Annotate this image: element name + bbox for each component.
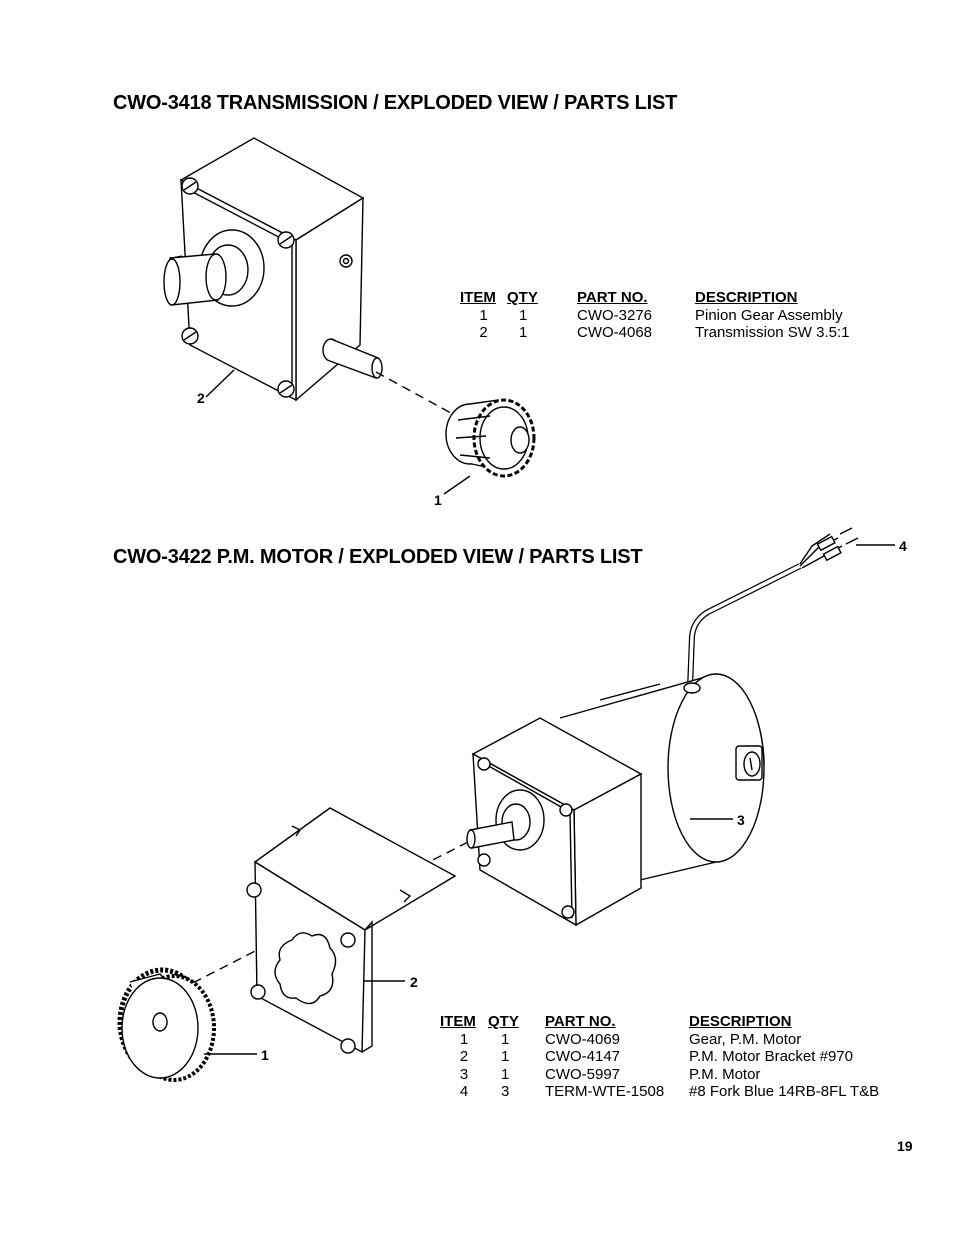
table-row: 2 1 CWO-4147 P.M. Motor Bracket #970 xyxy=(440,1048,879,1066)
cell-description: P.M. Motor xyxy=(689,1065,761,1083)
cell-description: #8 Fork Blue 14RB-8FL T&B xyxy=(689,1083,880,1100)
callout-item-3: 3 xyxy=(737,812,745,828)
callout-item-1: 1 xyxy=(434,492,442,508)
leader-line-item-1 xyxy=(444,476,470,494)
column-header-item: ITEM xyxy=(440,1013,476,1030)
parts-list-table-pm-motor: ITEM QTY PART NO. DESCRIPTION 1 1 CWO-40… xyxy=(440,1013,879,1101)
cell-item: 2 xyxy=(459,1048,469,1065)
motor-body xyxy=(560,674,764,880)
callout-item-1: 1 xyxy=(261,1047,269,1063)
cell-part-no: TERM-WTE-1508 xyxy=(545,1083,665,1100)
cell-item: 2 xyxy=(479,324,488,341)
assembly-axis-line xyxy=(376,372,460,418)
cell-part-no: CWO-4069 xyxy=(545,1030,621,1048)
cell-item: 1 xyxy=(459,1030,469,1048)
column-header-item: ITEM xyxy=(460,289,496,306)
cell-part-no: CWO-4068 xyxy=(577,324,653,341)
leader-line-item-2 xyxy=(206,370,234,397)
page-number: 19 xyxy=(897,1138,913,1154)
column-header-qty: QTY xyxy=(507,289,538,306)
motor-bracket xyxy=(247,808,455,1053)
callout-item-2: 2 xyxy=(410,974,418,990)
motor-gearbox xyxy=(467,718,641,925)
parts-list-table-transmission: ITEM QTY PART NO. DESCRIPTION 1 1 CWO-32… xyxy=(460,289,850,342)
cell-description: Gear, P.M. Motor xyxy=(689,1030,802,1048)
table-row: 1 1 CWO-4069 Gear, P.M. Motor xyxy=(440,1031,879,1049)
cell-qty: 1 xyxy=(501,1030,510,1048)
table-header-row: ITEM QTY PART NO. DESCRIPTION xyxy=(460,289,850,307)
cell-part-no: CWO-5997 xyxy=(545,1065,621,1083)
column-header-part-no: PART NO. xyxy=(545,1013,616,1030)
callout-item-2: 2 xyxy=(197,390,205,406)
cell-qty: 3 xyxy=(501,1083,510,1100)
cell-qty: 1 xyxy=(501,1048,510,1065)
cell-item: 4 xyxy=(459,1083,469,1100)
motor-gear xyxy=(120,970,214,1080)
cell-item: 1 xyxy=(479,306,488,324)
cell-qty: 1 xyxy=(501,1065,510,1083)
column-header-qty: QTY xyxy=(488,1013,519,1030)
cell-part-no: CWO-3276 xyxy=(577,306,653,324)
column-header-description: DESCRIPTION xyxy=(689,1013,792,1030)
cell-qty: 1 xyxy=(519,324,528,341)
cell-qty: 1 xyxy=(519,306,528,324)
section-title-pm-motor: CWO-3422 P.M. MOTOR / EXPLODED VIEW / PA… xyxy=(113,546,643,568)
column-header-part-no: PART NO. xyxy=(577,289,648,306)
pinion-gear xyxy=(446,400,534,476)
table-row: 2 1 CWO-4068 Transmission SW 3.5:1 xyxy=(460,324,850,342)
motor-lead-wires xyxy=(690,528,858,688)
cell-part-no: CWO-4147 xyxy=(545,1048,621,1065)
column-header-description: DESCRIPTION xyxy=(695,289,798,306)
table-row: 4 3 TERM-WTE-1508 #8 Fork Blue 14RB-8FL … xyxy=(440,1083,879,1101)
cell-description: Pinion Gear Assembly xyxy=(695,306,843,324)
cell-description: P.M. Motor Bracket #970 xyxy=(689,1048,853,1065)
transmission-housing xyxy=(164,138,382,400)
table-header-row: ITEM QTY PART NO. DESCRIPTION xyxy=(440,1013,879,1031)
table-row: 3 1 CWO-5997 P.M. Motor xyxy=(440,1066,879,1084)
cell-description: Transmission SW 3.5:1 xyxy=(695,324,850,341)
callout-item-4: 4 xyxy=(899,538,907,554)
table-row: 1 1 CWO-3276 Pinion Gear Assembly xyxy=(460,307,850,325)
section-title-transmission: CWO-3418 TRANSMISSION / EXPLODED VIEW / … xyxy=(113,92,678,114)
cell-item: 3 xyxy=(459,1065,469,1083)
